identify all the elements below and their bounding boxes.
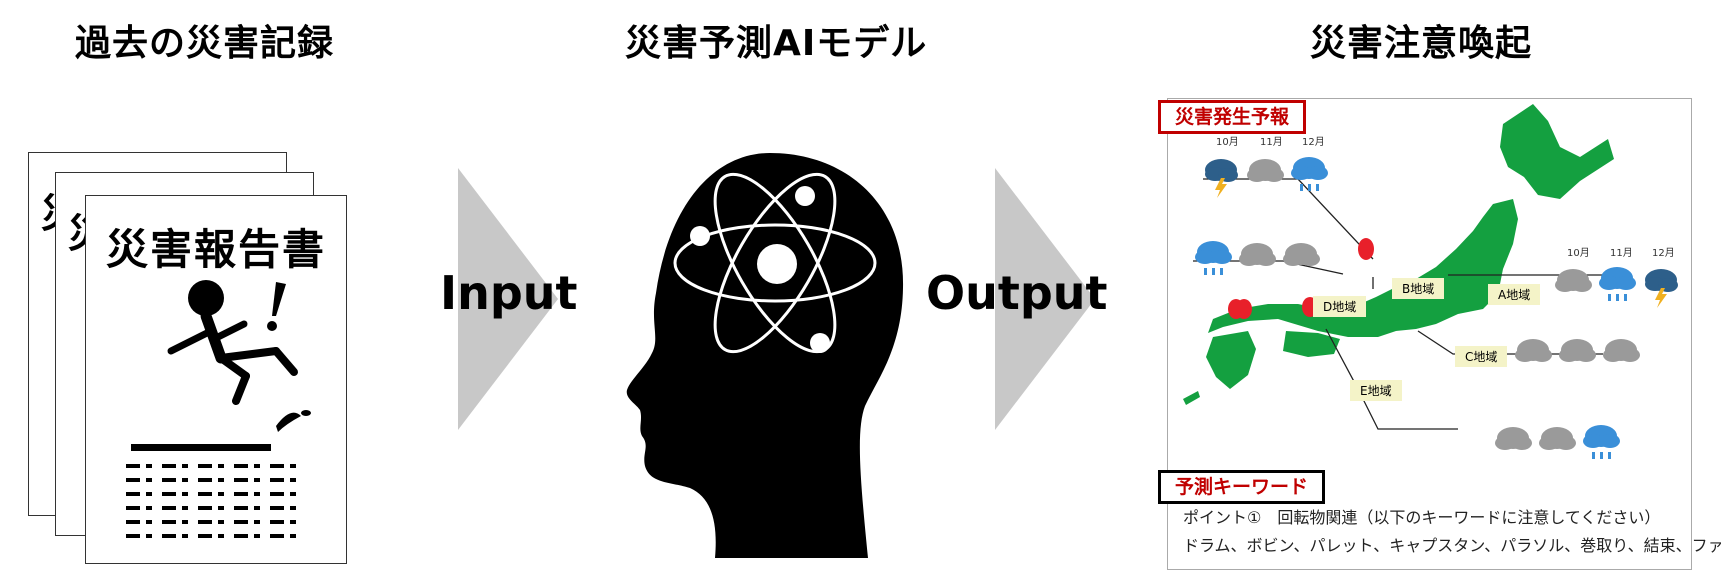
month-label: 12月: [1302, 137, 1325, 148]
cloud-icon: [1555, 269, 1592, 292]
region-label-c: C地域: [1455, 346, 1508, 367]
weather-icons-group-3: [1555, 267, 1678, 308]
keyword-point-line: ポイント① 回転物関連（以下のキーワードに注意してください）: [1183, 508, 1661, 527]
region-label-e: E地域: [1350, 380, 1402, 401]
report-text-lines: [126, 464, 296, 538]
keyword-label: 予測キーワード: [1158, 470, 1326, 504]
region-label-d: D地域: [1313, 296, 1367, 317]
falling-person-icon: [131, 280, 311, 451]
storm-cloud-icon: [1645, 269, 1678, 308]
weather-icons-group-1: [1205, 157, 1328, 198]
input-label: Input: [440, 266, 578, 320]
shikoku: [1283, 331, 1340, 357]
hokkaido: [1500, 104, 1614, 199]
cloud-icon: [1603, 339, 1640, 362]
region-label-b: B地域: [1392, 278, 1445, 299]
alert-marker-a: [1358, 238, 1374, 260]
cloud-icon: [1283, 243, 1320, 266]
rain-cloud-icon: [1583, 425, 1620, 459]
report-title: 災害報告書: [105, 225, 326, 274]
storm-cloud-icon: [1205, 159, 1238, 198]
report-page-front: 災害報告書: [85, 195, 347, 564]
month-label: 10月: [1216, 137, 1239, 148]
output-arrow-shape: [995, 168, 1095, 430]
weather-icons-group-5: [1495, 425, 1620, 459]
weather-icons-group-2: [1195, 241, 1320, 275]
honshu: [1208, 199, 1518, 337]
month-label: 12月: [1652, 248, 1675, 259]
ai-brain-head-icon: [626, 153, 904, 558]
forecast-label: 災害発生予報: [1158, 100, 1307, 134]
cloud-icon: [1495, 427, 1532, 450]
region-label-a: A地域: [1488, 284, 1541, 305]
weather-icons-group-4: [1515, 339, 1640, 362]
rain-cloud-icon: [1195, 241, 1232, 275]
rain-cloud-icon: [1599, 267, 1636, 301]
cloud-icon: [1239, 243, 1276, 266]
month-label: 11月: [1610, 248, 1633, 259]
section-title-past-records: 過去の災害記録: [75, 23, 335, 64]
alert-marker-e: [1236, 299, 1252, 319]
cloud-icon: [1539, 427, 1576, 450]
section-title-alert: 災害注意喚起: [1310, 23, 1533, 64]
output-label: Output: [926, 266, 1108, 320]
cloud-icon: [1559, 339, 1596, 362]
okinawa: [1183, 391, 1200, 405]
kyushu: [1206, 331, 1256, 389]
keyword-list-line: ドラム、ボビン、パレット、キャプスタン、パラソル、巻取り、結束、ファン: [1183, 536, 1721, 555]
input-arrow-shape: [458, 168, 558, 430]
cloud-icon: [1247, 159, 1284, 182]
month-label: 10月: [1567, 248, 1590, 259]
section-title-ai-model: 災害予測AIモデル: [625, 23, 928, 64]
cloud-icon: [1515, 339, 1552, 362]
rain-cloud-icon: [1291, 157, 1328, 191]
month-label: 11月: [1260, 137, 1283, 148]
japan-map: [1183, 104, 1614, 405]
